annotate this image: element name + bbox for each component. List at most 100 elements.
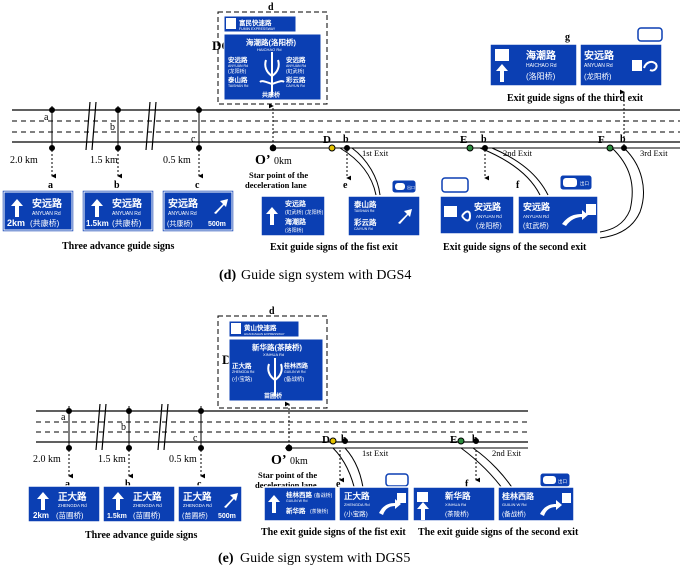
- e-letter-b-top: b: [121, 422, 126, 433]
- svg-text:TAISHAN Rd: TAISHAN Rd: [354, 209, 374, 213]
- e-origin-label: O’: [271, 453, 287, 468]
- svg-text:(苗圃桥): (苗圃桥): [56, 510, 84, 520]
- svg-text:正大路: 正大路: [232, 361, 252, 370]
- d-exit-3: 3rd Exit: [640, 148, 668, 158]
- d-dist-a: 2.0 km: [10, 155, 38, 166]
- merge-dot-f: [606, 144, 614, 152]
- svg-text:安远路: 安远路: [32, 197, 63, 210]
- e-letter-c-top: c: [193, 433, 198, 444]
- svg-text:ZHENGDA Rd: ZHENGDA Rd: [58, 503, 87, 508]
- panel-e-markers: [66, 401, 481, 483]
- svg-text:海潮路: 海潮路: [285, 217, 307, 226]
- d-exit-sign-e2: 泰山路 TAISHAN Rd 彩云路 CAIYUN Rd: [347, 195, 421, 237]
- d-origin-cap-2: deceleration lane: [245, 180, 307, 190]
- svg-text:(共康桥): (共康桥): [30, 218, 60, 228]
- svg-text:(洛阳桥): (洛阳桥): [285, 227, 304, 234]
- svg-text:(虹武桥): (虹武桥): [523, 221, 549, 230]
- svg-text:富民快速路: 富民快速路: [239, 18, 272, 27]
- merge-dot-e: [466, 144, 474, 152]
- d-exit-2: 2nd Exit: [503, 148, 533, 158]
- svg-text:新华路: 新华路: [286, 506, 306, 515]
- e-exit-2: 2nd Exit: [492, 448, 522, 458]
- svg-text:(备战桥): (备战桥): [314, 492, 333, 499]
- svg-text:出口: 出口: [558, 478, 567, 485]
- svg-text:ANYUAN Rd: ANYUAN Rd: [228, 64, 248, 68]
- e-exit-plate-e: [385, 473, 409, 487]
- e-overhead-sign: 黄山快速路 HUANGSHAN EXPRESSWAY 新华路(茶陵桥) XINH…: [217, 315, 328, 409]
- svg-text:ANYUAN Rd: ANYUAN Rd: [32, 211, 61, 217]
- e-caption-exit2: The exit guide signs of the second exit: [418, 527, 579, 538]
- d-caption-exit1: Exit guide signs of the fist exit: [270, 242, 398, 253]
- svg-text:2km: 2km: [7, 218, 25, 228]
- svg-text:安远路: 安远路: [112, 197, 143, 210]
- d-origin-km: 0km: [274, 156, 292, 167]
- d-letter-d: d: [268, 2, 274, 13]
- svg-text:出口: 出口: [407, 184, 415, 190]
- e-caption-exit1: The exit guide signs of the fist exit: [261, 527, 406, 538]
- svg-text:ZHENGDA Rd: ZHENGDA Rd: [232, 370, 254, 374]
- e-dist-c: 0.5 km: [169, 454, 197, 465]
- d-exit-sign-f2: 安远路 ANYUAN Rd (虹武桥): [517, 195, 599, 235]
- svg-text:(洛阳桥): (洛阳桥): [526, 71, 556, 81]
- d-merge-F: F: [598, 134, 605, 146]
- e-exit-sign-f1: 新华路 XINHUA Rd (茶陵桥): [412, 486, 496, 522]
- d-exit-plate-f2: 出口: [559, 174, 593, 191]
- e-letter-b2: b: [341, 434, 347, 445]
- svg-text:(小宝路): (小宝路): [232, 375, 252, 383]
- svg-text:安远路: 安远路: [286, 55, 306, 64]
- d-letter-a-top: a: [44, 112, 49, 123]
- svg-text:(苗圃桥): (苗圃桥): [182, 511, 208, 520]
- svg-text:泰山路: 泰山路: [353, 199, 377, 209]
- svg-text:黄山快速路: 黄山快速路: [244, 323, 277, 332]
- svg-text:正大路: 正大路: [133, 491, 162, 503]
- svg-text:ANYUAN Rd: ANYUAN Rd: [286, 64, 306, 68]
- e-letter-e: e: [336, 479, 341, 490]
- d-advance-sign-b: 安远路 ANYUAN Rd 1.5km (共康桥): [81, 189, 155, 233]
- svg-text:新华路: 新华路: [445, 491, 471, 501]
- svg-text:彩云路: 彩云路: [353, 217, 377, 227]
- d-exit-plate-g: [637, 27, 663, 42]
- svg-text:1.5km: 1.5km: [86, 219, 109, 228]
- d-caption-advance: Three advance guide signs: [62, 241, 174, 252]
- svg-text:苗圃桥: 苗圃桥: [264, 392, 283, 400]
- e-dist-b: 1.5 km: [98, 454, 126, 465]
- e-letter-a-top: a: [61, 412, 66, 423]
- panel-e-road: [36, 403, 528, 496]
- e-advance-sign-c: 正大路 ZHENGDA Rd (苗圃桥) 500m: [177, 485, 243, 523]
- svg-text:正大路: 正大路: [183, 491, 212, 503]
- e-origin-cap-1: Star point of the: [258, 470, 317, 480]
- e-letter-b: b: [125, 479, 131, 490]
- svg-text:2km: 2km: [33, 511, 49, 520]
- svg-text:(小宝路): (小宝路): [344, 509, 368, 518]
- svg-text:出口: 出口: [580, 180, 589, 187]
- e-caption-advance: Three advance guide signs: [85, 530, 197, 541]
- svg-text:安远路: 安远路: [584, 49, 615, 62]
- svg-text:安远路: 安远路: [523, 201, 551, 212]
- e-letter-f: f: [465, 479, 469, 490]
- d-advance-sign-c: 安远路 ANYUAN Rd (共康桥) 500m: [161, 189, 235, 233]
- svg-text:ZHENGDA Rd: ZHENGDA Rd: [344, 502, 370, 507]
- svg-text:(共康桥): (共康桥): [112, 218, 142, 228]
- d-letter-b-top: b: [110, 122, 115, 133]
- d-letter-b: b: [114, 180, 120, 191]
- svg-text:正大路: 正大路: [58, 491, 87, 503]
- e-exit-1: 1st Exit: [362, 448, 389, 458]
- d-caption-exit2: Exit guide signs of the second exit: [443, 242, 587, 253]
- svg-text:安远路: 安远路: [168, 197, 199, 210]
- e-advance-sign-b: 正大路 ZHENGDA Rd 1.5km (苗圃桥): [102, 485, 176, 523]
- e-letter-d: d: [269, 306, 275, 317]
- d-exit-plate-f1: [441, 177, 469, 193]
- svg-text:ZHENGDA Rd: ZHENGDA Rd: [183, 503, 212, 508]
- d-letter-e: e: [343, 180, 348, 191]
- panel-d-markers: [49, 89, 627, 181]
- e-caption-text: Guide sign system with DGS5: [240, 551, 410, 566]
- svg-text:CAIYUN Rd: CAIYUN Rd: [286, 84, 305, 88]
- panel-d-road: [12, 101, 680, 239]
- e-letter-c: c: [197, 479, 202, 490]
- svg-text:(备战桥): (备战桥): [284, 375, 304, 383]
- svg-text:安远路: 安远路: [228, 55, 248, 64]
- d-letter-b3: b: [481, 134, 487, 145]
- svg-text:(虹武桥): (虹武桥): [285, 209, 304, 216]
- e-merge-E: E: [450, 434, 457, 446]
- d-merge-E: E: [460, 134, 467, 146]
